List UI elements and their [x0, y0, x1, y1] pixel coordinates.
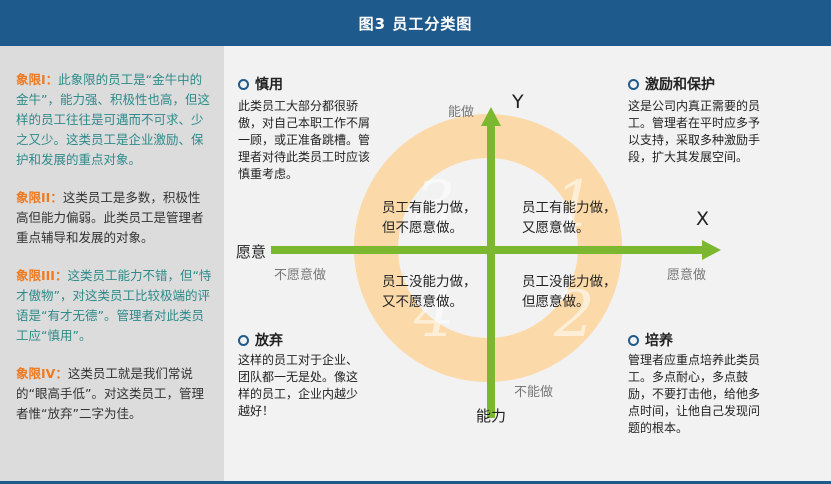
y-axis-letter: Y	[512, 91, 524, 113]
circle-bullet-icon	[238, 78, 249, 90]
x-axis-arrow	[702, 240, 721, 260]
x-axis-right-label: 愿意做	[667, 268, 707, 283]
quadrant-br-text: 管理者应重点培养此类员工。多点耐心，多点鼓励，不要打击他，给他多点时间，让他自己…	[628, 353, 761, 435]
legend-text-1: 此象限的员工是“金牛中的金牛”，能力强、积极性也高，但这样的员工往往是可遇而不可…	[16, 72, 210, 167]
sidebar-legend: 象限I：此象限的员工是“金牛中的金牛”，能力强、积极性也高，但这样的员工往往是可…	[0, 46, 224, 482]
legend-text-2: 这类员工是多数，积极性高但能力偏弱。此类员工是管理者重点辅导和发展的对象。	[16, 190, 204, 245]
quadrant-number-4: 4	[413, 278, 455, 352]
y-axis-arrow	[481, 107, 501, 126]
quadrant-bl-text: 这样的员工对于企业、团队都一无是处。像这样的员工，企业内越少越好！	[238, 353, 359, 418]
x-axis-left-label: 不愿意做	[274, 268, 327, 283]
y-axis-line	[487, 124, 495, 418]
quadrant-tl-heading: 慎用	[238, 74, 283, 94]
quadrant-bl-title: 放弃	[255, 333, 283, 349]
quadrant-br-title: 培养	[645, 333, 673, 349]
legend-label-1: 象限I：	[16, 72, 59, 87]
legend-quadrant-4: 象限IV：这类员工就是我们常说的“眼高手低”。对这类员工，管理者惟“放弃”二字为…	[16, 364, 212, 424]
y-axis-top-label: 能做	[448, 105, 475, 120]
legend-text-4: 这类员工就是我们常说的“眼高手低”。对这类员工，管理者惟“放弃”二字为佳。	[16, 366, 204, 421]
quadrant-number-2: 2	[553, 278, 595, 352]
bottom-border	[0, 481, 831, 484]
y-axis-bottom-title: 能力	[476, 407, 507, 425]
quadrant-bl-heading: 放弃	[238, 330, 283, 350]
legend-label-3: 象限III：	[16, 268, 68, 283]
quadrant-tr-heading: 激励和保护	[628, 74, 715, 94]
figure-title: 图3 员工分类图	[0, 0, 831, 46]
circle-bullet-icon	[628, 78, 639, 90]
inner-text-br: 员工没能力做，但愿意做。	[522, 274, 617, 310]
y-axis-bottom-label: 不能做	[514, 385, 554, 400]
inner-text-bl: 员工没能力做，又不愿意做。	[382, 274, 477, 310]
quadrant-tl-text: 此类员工大部分都很骄傲，对自己本职工作不屑一顾，或正准备跳槽。管理者对待此类员工…	[238, 99, 371, 181]
legend-label-4: 象限IV：	[16, 366, 68, 381]
legend-quadrant-2: 象限II：这类员工是多数，积极性高但能力偏弱。此类员工是管理者重点辅导和发展的对…	[16, 188, 212, 248]
inner-text-tr: 员工有能力做，又愿意做。	[522, 200, 617, 236]
circle-bullet-icon	[238, 334, 249, 346]
quadrant-diagram: 3 1 4 2	[271, 107, 721, 418]
quadrant-br-heading: 培养	[628, 330, 673, 350]
quadrant-number-3: 3	[414, 168, 455, 242]
circle-bullet-icon	[628, 334, 639, 346]
legend-quadrant-3: 象限III：这类员工能力不错，但“恃才傲物”，对这类员工比较极端的评语是“有才无…	[16, 266, 212, 346]
x-axis-letter: X	[696, 208, 710, 230]
quadrant-tr-text: 这是公司内真正需要的员工。管理者在平时应多予以支持，采取多种激励手段，扩大其发展…	[628, 99, 761, 164]
quadrant-number-1: 1	[554, 168, 595, 242]
inner-text-tl: 员工有能力做，但不愿意做。	[382, 200, 477, 236]
diagram-area: 3 1 4 2 Y X 能做 不能做 愿意 不愿意做 愿意做 能力 慎用 此类员…	[224, 46, 831, 482]
quadrant-tl-title: 慎用	[255, 77, 283, 93]
legend-text-3: 这类员工能力不错，但“恃才傲物”，对这类员工比较极端的评语是“有才无德”。管理者…	[16, 268, 212, 343]
legend-quadrant-1: 象限I：此象限的员工是“金牛中的金牛”，能力强、积极性也高，但这样的员工往往是可…	[16, 70, 212, 170]
legend-label-2: 象限II：	[16, 190, 63, 205]
x-axis-left-title: 愿意	[236, 243, 267, 261]
quadrant-tr-title: 激励和保护	[645, 77, 715, 93]
